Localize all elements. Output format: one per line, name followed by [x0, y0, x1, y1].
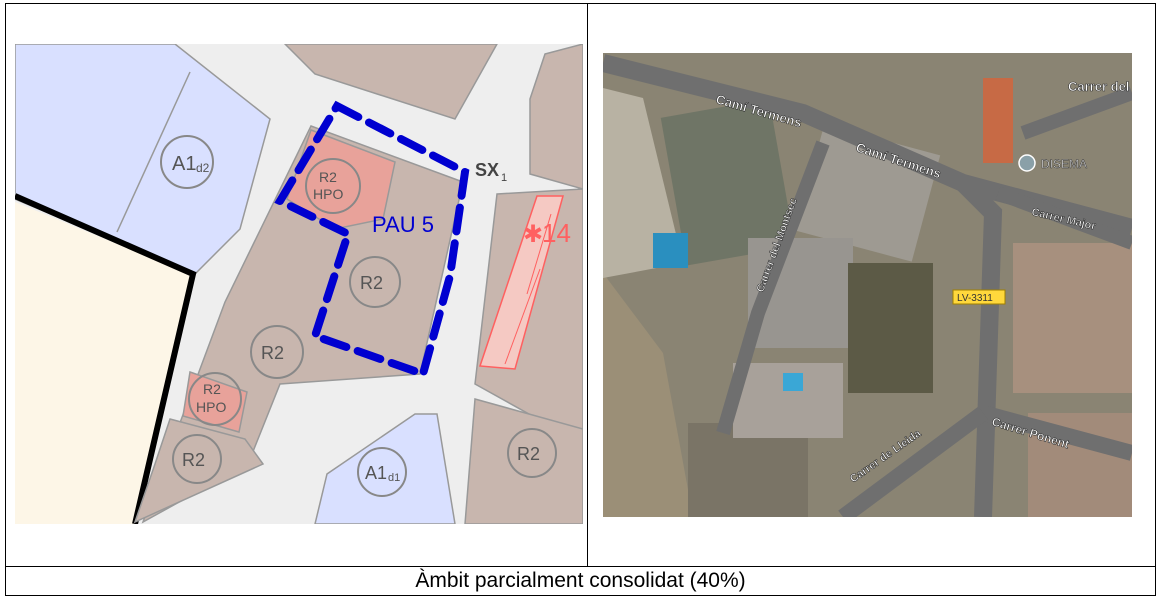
road-lleida [838, 406, 988, 517]
a1d1-circle [357, 447, 407, 497]
a1d2-label: A1 [172, 153, 196, 175]
top-residential-block [283, 44, 498, 120]
road-shield [952, 289, 1006, 305]
figure-table: Àmbit parcialment consolidat (40%) [5, 3, 1156, 596]
bottom-left-lots [688, 423, 808, 517]
a1d2-circle [160, 135, 214, 189]
road-shield-label: LV-3311 [957, 293, 993, 304]
r2-center-label: R2 [360, 273, 383, 293]
r2-circle-center [349, 256, 401, 308]
right-top-block [529, 44, 583, 190]
courtyard-block [660, 98, 796, 266]
r2-circle-left [250, 325, 304, 379]
street-carrer-del: Carrer del [1068, 79, 1129, 94]
column-divider [587, 4, 588, 566]
poi-label: DISEMA [1041, 157, 1087, 171]
sx-label: SX [475, 160, 499, 180]
hpo-circle-bottom [188, 372, 242, 426]
pau5-label: PAU 5 [372, 212, 434, 237]
a1d2-block [15, 44, 271, 275]
hatch-line [504, 268, 541, 365]
road-montsec [716, 140, 830, 435]
hpo-bottom-r2: R2 [203, 381, 221, 397]
planning-map: A1 d2 R2 HPO R2 R2 R2 HPO R2 A1 d1 R2 PA… [15, 44, 583, 524]
location-pin-icon[interactable] [1018, 154, 1036, 172]
red-roof [983, 78, 1013, 163]
r2-circle-right [507, 428, 557, 478]
a1d2-sub: d2 [196, 161, 210, 175]
pool-small [783, 373, 803, 391]
bottom-right-block [464, 398, 583, 524]
vacant-lot [848, 263, 933, 393]
beige-zone [15, 202, 195, 524]
pau5-boundary [274, 100, 470, 380]
lower-left-block [133, 418, 265, 524]
poi-marker[interactable]: DISEMA [1018, 154, 1087, 172]
pool [653, 233, 688, 268]
building-left [603, 88, 683, 278]
row-divider [6, 566, 1155, 567]
hatch-line [526, 213, 552, 295]
caption: Àmbit parcialment consolidat (40%) [415, 569, 746, 592]
parcel-line [116, 71, 191, 233]
municipal-boundary [15, 193, 197, 524]
r2-right-label: R2 [517, 444, 540, 464]
hpo-top-r2: R2 [319, 169, 337, 185]
a1d1-label: A1 [365, 463, 387, 483]
right-buildings [1013, 243, 1132, 393]
a1d1-block [314, 413, 456, 524]
hpo-bottom-label: HPO [196, 399, 226, 415]
marker-star: ✱ [523, 221, 543, 248]
road-major [995, 186, 1132, 250]
field-left [603, 273, 693, 517]
road-del [1020, 86, 1132, 140]
planning-map-svg: A1 d2 R2 HPO R2 R2 R2 HPO R2 A1 d1 R2 PA… [15, 44, 583, 524]
hpo-block-bottom [182, 370, 248, 433]
road-ponent [980, 405, 1132, 461]
satellite-map: Camí Termens Camí Termens Carrer del Car… [603, 53, 1132, 517]
zone-labels: A1 d2 R2 HPO R2 R2 R2 HPO R2 A1 d1 R2 [160, 135, 557, 497]
r2-bottom-label: R2 [182, 450, 205, 470]
a1d1-sub: d1 [388, 472, 400, 484]
marker-label: 14 [542, 218, 571, 248]
hpo-top-label: HPO [313, 186, 343, 202]
satellite-svg: Camí Termens Camí Termens Carrer del Car… [603, 53, 1132, 517]
r2-circle-bottom [172, 434, 222, 484]
hatched-strip [478, 195, 564, 370]
r2-left-label: R2 [261, 343, 284, 363]
hpo-circle-top [305, 158, 361, 214]
sx-sub: 1 [501, 172, 507, 184]
